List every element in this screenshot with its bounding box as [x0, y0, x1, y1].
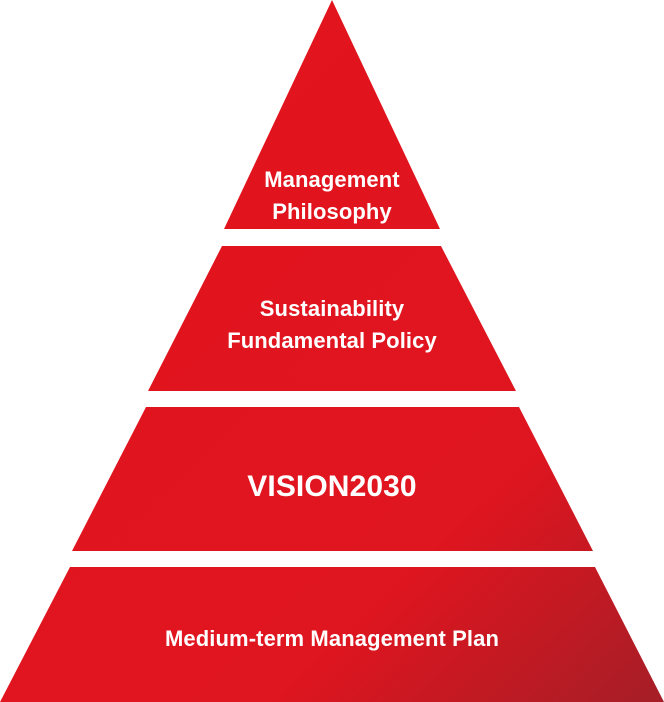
tier-label-line: Fundamental Policy [227, 328, 437, 353]
tier-label-vision2030: VISION2030 [0, 467, 664, 507]
tier-label-line: Management [264, 167, 400, 192]
tier-label-medium-term-plan: Medium-term Management Plan [0, 623, 664, 655]
tier-label-line: Sustainability [259, 296, 405, 321]
pyramid-tier-2 [148, 246, 516, 391]
tier-label-line: VISION2030 [247, 470, 417, 503]
pyramid-tier-1 [224, 0, 440, 229]
tier-label-management-philosophy: Management Philosophy [0, 164, 664, 228]
pyramid-tier-3 [72, 407, 593, 551]
pyramid-tier-4 [0, 567, 664, 702]
tier-label-sustainability-policy: Sustainability Fundamental Policy [0, 293, 664, 357]
tier-label-line: Philosophy [272, 199, 392, 224]
tier-label-line: Medium-term Management Plan [165, 626, 499, 651]
